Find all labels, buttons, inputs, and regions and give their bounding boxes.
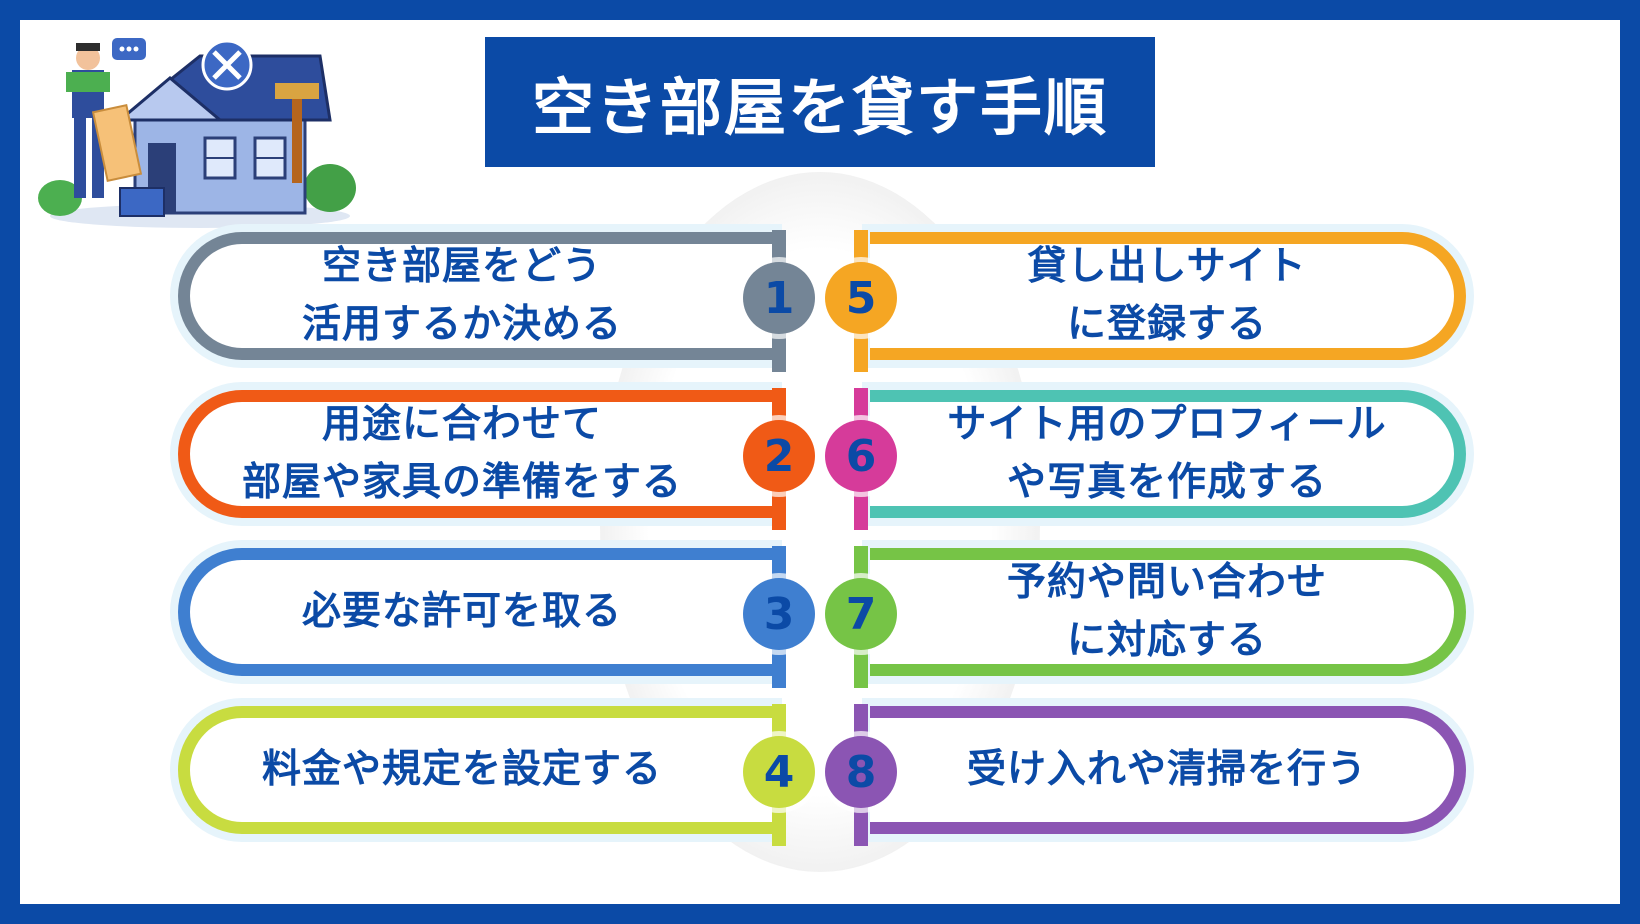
page-title: 空き部屋を貸す手順 <box>531 71 1108 144</box>
step-6-text: サイト用のプロフィール や写真を作成する <box>947 402 1387 505</box>
step-4-text: 料金や規定を設定する <box>261 747 662 792</box>
step-7-text: 予約や問い合わせ に対応する <box>1006 560 1327 663</box>
step-5-text: 貸し出しサイト に登録する <box>1027 244 1307 347</box>
step-5-card: 貸し出しサイト に登録する <box>870 232 1466 360</box>
step-4-number: 4 <box>743 736 815 808</box>
step-8-card: 受け入れや清掃を行う <box>870 706 1466 834</box>
step-1-card: 空き部屋をどう 活用するか決める <box>178 232 774 360</box>
step-7-card: 予約や問い合わせ に対応する <box>870 548 1466 676</box>
step-1-text: 空き部屋をどう 活用するか決める <box>301 244 622 347</box>
step-1-number: 1 <box>743 262 815 334</box>
step-5-number: 5 <box>825 262 897 334</box>
step-4-card: 料金や規定を設定する <box>178 706 774 834</box>
step-3-number: 3 <box>743 578 815 650</box>
title-banner: 空き部屋を貸す手順 <box>485 37 1155 167</box>
step-3-text: 必要な許可を取る <box>301 589 622 634</box>
step-2-number: 2 <box>743 420 815 492</box>
step-6-card: サイト用のプロフィール や写真を作成する <box>870 390 1466 518</box>
step-2-card: 用途に合わせて 部屋や家具の準備をする <box>178 390 774 518</box>
step-3-card: 必要な許可を取る <box>178 548 774 676</box>
step-8-number: 8 <box>825 736 897 808</box>
step-6-number: 6 <box>825 420 897 492</box>
step-8-text: 受け入れや清掃を行う <box>966 747 1367 792</box>
house-repair-worker-icon <box>38 38 356 228</box>
step-2-text: 用途に合わせて 部屋や家具の準備をする <box>241 402 682 505</box>
step-7-number: 7 <box>825 578 897 650</box>
